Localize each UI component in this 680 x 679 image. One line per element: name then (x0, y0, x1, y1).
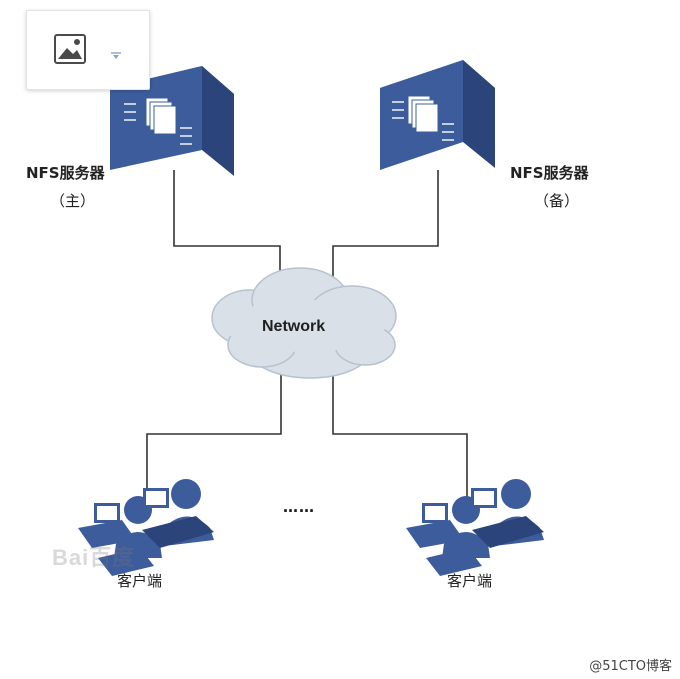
line-primary-server (173, 170, 281, 290)
credit-watermark: @51CTO博客 (589, 659, 672, 674)
primary-server-role: （主） (50, 192, 96, 210)
line-client-right (332, 370, 468, 510)
connection-lines (146, 170, 468, 510)
network-label: Network (262, 318, 326, 335)
image-toolbar[interactable] (26, 10, 150, 90)
primary-server-icon (110, 66, 234, 176)
client-left-label: 客户端 (117, 572, 163, 590)
client-right-label: 客户端 (447, 572, 493, 590)
backup-server-name: NFS服务器 (510, 164, 589, 182)
client-group-right-icon (406, 479, 544, 576)
client-group-left-icon (78, 479, 214, 576)
chevron-down-icon[interactable] (110, 47, 122, 65)
line-client-left (146, 370, 282, 510)
line-backup-server (332, 170, 439, 285)
clients-ellipsis: …… (283, 498, 315, 516)
image-icon[interactable] (54, 34, 86, 69)
backup-server-role: （备） (534, 192, 580, 210)
backup-server-icon (380, 60, 495, 170)
primary-server-name: NFS服务器 (26, 164, 105, 182)
baidu-watermark: Bai百度 (52, 545, 136, 570)
